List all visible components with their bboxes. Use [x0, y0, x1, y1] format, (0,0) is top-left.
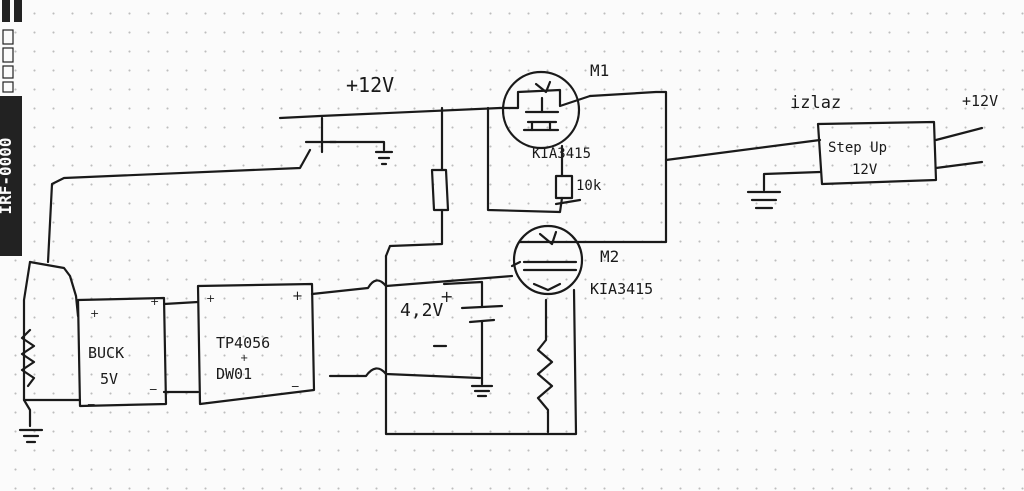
- battery-voltage-label: 4,2V: [400, 300, 444, 321]
- buck-converter: + + BUCK 5V _ _: [76, 295, 168, 408]
- logo-text: IRF-0000: [0, 137, 15, 214]
- buck-title: BUCK: [88, 344, 124, 362]
- buck-value: 5V: [100, 370, 118, 388]
- input-transistor: [304, 116, 394, 166]
- m1-gate-wire: [486, 106, 564, 214]
- buck-plus-in: +: [90, 307, 99, 320]
- m2-name: M2: [600, 247, 619, 266]
- buck-plus-out: +: [150, 295, 159, 308]
- charger-module: + + TP4056 + DW01 _ _: [196, 282, 316, 406]
- m2-part: KIA3415: [590, 280, 653, 298]
- charger-minus-out: _: [291, 373, 299, 388]
- stepup-value: 12V: [852, 162, 878, 178]
- supply-label: +12V: [346, 73, 394, 97]
- mosfet-m2: M2 KIA3415: [510, 224, 653, 298]
- supply-rail: [278, 90, 822, 244]
- input-resistor: [20, 328, 36, 388]
- m1-name: M1: [590, 61, 609, 80]
- output-voltage-label: +12V: [962, 92, 998, 110]
- step-up-converter: Step Up 12V: [816, 120, 938, 186]
- charger-join: +: [240, 353, 248, 364]
- charger-plus-out: +: [292, 289, 303, 304]
- output-wires: [934, 126, 984, 170]
- charger-plus-in: +: [206, 292, 215, 305]
- m2-resistor: [536, 298, 554, 434]
- battery-plus: +: [440, 287, 453, 306]
- pulldown-resistor: [384, 106, 450, 258]
- stepup-ground: [746, 170, 822, 210]
- buck-to-charger-wires: [162, 300, 200, 394]
- charger-title: TP4056: [216, 334, 270, 352]
- input-wiring: [18, 148, 312, 444]
- charger-sub: DW01: [216, 365, 252, 383]
- resistor-label: 10k: [576, 178, 602, 194]
- stepup-title: Step Up: [828, 140, 887, 156]
- buck-minus-in: _: [87, 391, 95, 406]
- lower-loop-wire: [384, 254, 578, 436]
- mosfet-m1: M1 KIA3415: [498, 61, 609, 162]
- battery: 4,2V +: [400, 280, 504, 398]
- output-label: izlaz: [790, 93, 841, 113]
- buck-minus-out: _: [149, 376, 157, 391]
- gate-resistor-10k: 10k: [554, 144, 602, 206]
- charger-minus-in: _: [205, 389, 213, 404]
- watermark-logo: IRF-0000: [0, 0, 22, 256]
